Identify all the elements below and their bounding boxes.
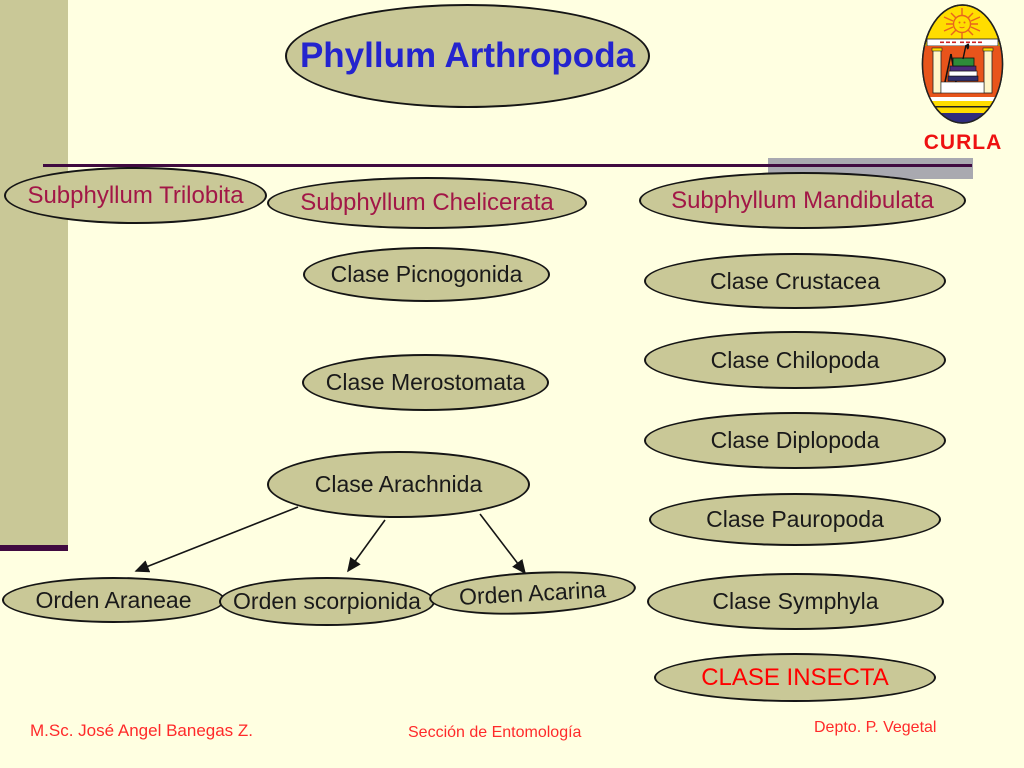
node-clase-insecta: CLASE INSECTA: [654, 653, 936, 702]
node-label: Clase Diplopoda: [710, 427, 880, 453]
node-label: Clase Picnogonida: [330, 261, 523, 287]
node-label: CLASE INSECTA: [701, 663, 889, 691]
arrow-arachnida-acarina: [479, 513, 526, 575]
node-label: Clase Chilopoda: [710, 346, 880, 373]
footer-author: M.Sc. José Angel Banegas Z.: [30, 721, 254, 740]
node-clase-crustacea: Clase Crustacea: [644, 253, 946, 309]
node-clase-picnogonida: Clase Picnogonida: [303, 247, 550, 302]
node-label: Orden Acarina: [458, 575, 607, 610]
arrow-arachnida-scorpionida: [347, 519, 386, 573]
sun-icon: [943, 8, 981, 40]
left-accent-bar: [0, 0, 68, 545]
footer-section: Sección de Entomología: [408, 724, 582, 741]
footer-dept: Depto. P. Vegetal: [814, 719, 937, 736]
node-subphyllum-chelicerata: Subphyllum Chelicerata: [267, 177, 587, 229]
node-subphyllum-trilobita: Subphyllum Trilobita: [4, 167, 267, 224]
node-clase-pauropoda: Clase Pauropoda: [649, 493, 941, 546]
node-phyllum-arthropoda: Phyllum Arthropoda: [285, 4, 650, 108]
node-orden-scorpionida: Orden scorpionida: [219, 577, 435, 626]
node-label: Phyllum Arthropoda: [299, 36, 636, 75]
node-label: Orden scorpionida: [233, 588, 421, 614]
node-label: Clase Arachnida: [314, 471, 483, 497]
node-orden-acarina: Orden Acarina: [428, 566, 637, 620]
node-label: Subphyllum Mandibulata: [671, 186, 934, 214]
node-clase-symphyla: Clase Symphyla: [647, 573, 944, 630]
node-clase-merostomata: Clase Merostomata: [302, 354, 549, 411]
left-accent-bar-endcap: [0, 545, 68, 551]
node-label: Clase Merostomata: [325, 369, 526, 395]
node-clase-diplopoda: Clase Diplopoda: [644, 412, 946, 469]
node-label: Clase Symphyla: [712, 588, 879, 614]
curla-caption: CURLA: [923, 131, 1003, 154]
node-subphyllum-mandibulata: Subphyllum Mandibulata: [639, 172, 966, 229]
curla-emblem-logo: [921, 4, 1004, 124]
header-rule-line: [43, 164, 972, 167]
node-orden-araneae: Orden Araneae: [2, 577, 225, 623]
node-label: Orden Araneae: [35, 586, 192, 613]
node-clase-arachnida: Clase Arachnida: [267, 451, 530, 518]
node-label: Clase Pauropoda: [706, 506, 884, 532]
node-label: Subphyllum Chelicerata: [300, 189, 554, 216]
node-label: Subphyllum Trilobita: [27, 181, 244, 209]
node-label: Clase Crustacea: [709, 267, 881, 294]
node-clase-chilopoda: Clase Chilopoda: [644, 331, 946, 389]
arrow-arachnida-araneae: [134, 506, 299, 573]
